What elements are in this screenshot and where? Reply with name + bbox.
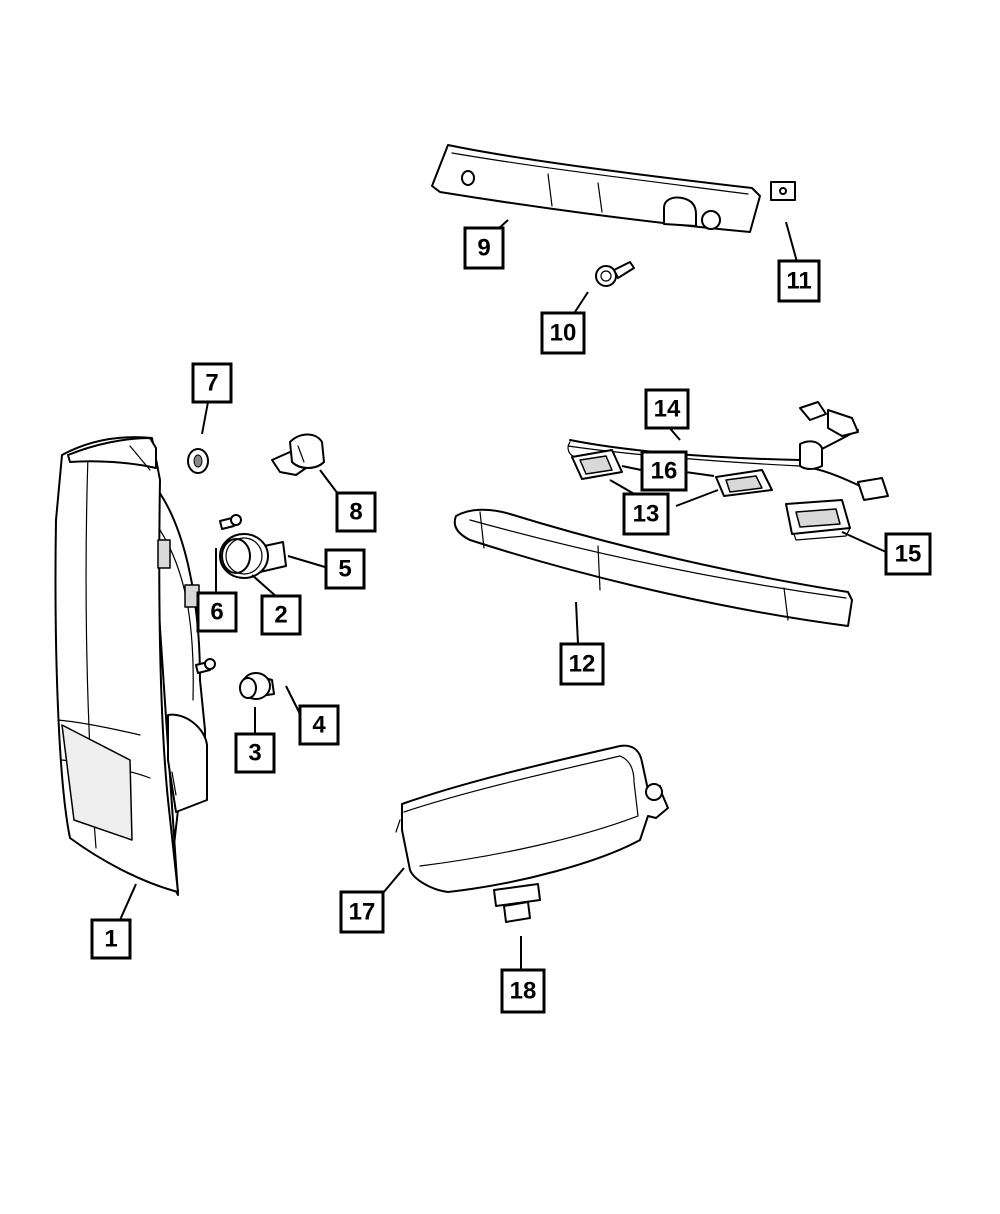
grommet-part-7 [187,448,209,474]
screw-part-6 [195,514,242,674]
svg-text:17: 17 [349,899,376,926]
callout-2: 2 [260,594,302,636]
svg-text:18: 18 [510,978,537,1005]
callout-3: 3 [234,732,276,774]
callout-9: 9 [463,226,505,270]
callout-15: 15 [884,532,932,576]
leader-lines [119,219,887,970]
bulb-socket-part-2 [219,533,287,579]
svg-text:10: 10 [550,320,577,347]
svg-text:5: 5 [338,556,351,583]
svg-text:6: 6 [210,599,223,626]
lamp-module-part-17 [395,744,669,893]
svg-text:4: 4 [312,712,326,739]
switch-part-15 [785,499,851,541]
svg-text:13: 13 [633,501,660,528]
svg-text:7: 7 [205,370,218,397]
callout-10: 10 [540,311,586,355]
callout-8: 8 [335,491,377,533]
svg-text:16: 16 [651,458,678,485]
clip-nut-part-11 [770,181,796,201]
callout-13: 13 [622,492,670,536]
svg-text:11: 11 [786,268,811,295]
svg-text:12: 12 [569,651,596,678]
connector-part-18 [493,883,541,923]
callout-6: 6 [196,591,238,633]
svg-text:9: 9 [477,235,490,262]
callout-7: 7 [191,362,233,404]
push-pin-part-8 [271,433,325,476]
callout-17: 17 [339,890,385,934]
screw-part-10 [595,261,635,287]
svg-text:8: 8 [349,499,362,526]
callout-18: 18 [500,968,546,1014]
bulb-part-3 [239,672,275,700]
svg-text:3: 3 [248,740,261,767]
callout-5: 5 [324,548,366,590]
applique-part-12 [453,508,853,627]
license-lamp-part-13 [571,449,773,497]
callout-11: 11 [777,259,821,303]
callout-1: 1 [90,918,132,960]
callout-12: 12 [559,642,605,686]
svg-text:14: 14 [654,396,681,423]
callout-14: 14 [644,388,690,430]
upper-bezel-part-9 [431,144,761,233]
callout-4: 4 [298,704,340,746]
svg-text:1: 1 [104,926,117,953]
svg-text:15: 15 [895,541,922,568]
tail-lamp-assembly [54,436,208,896]
svg-text:2: 2 [274,602,287,629]
callout-16: 16 [640,450,688,492]
